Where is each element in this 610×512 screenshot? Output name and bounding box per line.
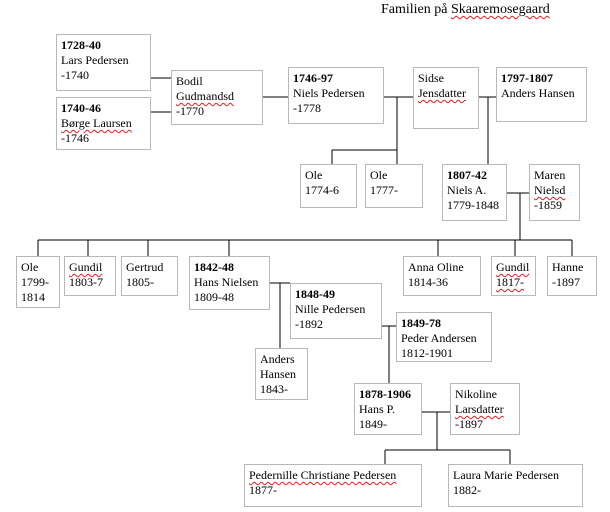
person-name: Anders Hansen [501,86,575,100]
person-name: Ole [370,168,388,182]
person-dates: 1805- [126,275,154,289]
person-name: Sidse [418,71,445,85]
person-name: Hans P. [359,402,396,416]
person-name: Hansen [260,367,296,381]
person-box-gertrud: Gertrud 1805- [121,256,178,296]
person-box-niels-a: 1807-42 Niels A. 1779-1848 [442,164,507,221]
person-box-laura-marie-pedersen: Laura Marie Pedersen 1882- [448,464,583,507]
person-name: Gundil [69,260,103,274]
person-name: Maren [534,168,566,182]
person-dates: 1799- [21,275,49,289]
person-name: Laura Marie Pedersen [453,468,559,482]
person-name: Hanne [552,260,584,274]
person-dates: 1803-7 [69,275,103,289]
person-name: Anders [260,352,295,366]
person-box-anna-oline: Anna Oline 1814-36 [403,256,481,296]
person-dates: 1814-36 [408,275,448,289]
person-name: Niels Pedersen [293,86,365,100]
person-name: Nille Pedersen [295,302,366,316]
person-box-niels-pedersen: 1746-97 Niels Pedersen -1778 [288,67,384,124]
person-name: Larsdatter [455,402,504,416]
person-dates: -1778 [293,101,321,115]
person-years: 1878-1906 [359,387,411,401]
person-dates: 1774-6 [305,183,339,197]
person-name: Pedernille Christiane Pedersen [249,468,397,482]
person-box-peder-andersen: 1849-78 Peder Andersen 1812-1901 [396,312,492,362]
person-box-hans-p: 1878-1906 Hans P. 1849- [354,383,422,435]
person-dates: -1897 [552,275,580,289]
title-prefix: Familien på [381,2,451,17]
person-box-gundil-1817: Gundil 1817- [491,256,536,296]
person-dates: 1779-1848 [447,198,499,212]
person-name: Børge Laursen [61,116,132,130]
person-dates: 1814 [21,290,45,304]
person-name: Nielsd [534,183,566,197]
person-box-bodil: Bodil Gudmandsd -1770 [171,70,263,125]
person-box-nille-pedersen: 1848-49 Nille Pedersen -1892 [290,283,382,339]
person-box-hans-nielsen: 1842-48 Hans Nielsen 1809-48 [189,256,270,310]
person-dates: -1740 [61,68,89,82]
person-box-pedernille-christiane-pedersen: Pedernille Christiane Pedersen 1877- [244,464,422,507]
person-box-anders-hansen-1843: Anders Hansen 1843- [255,348,308,400]
person-dates: -1892 [295,317,323,331]
title-place-name: Skaaremosegaard [451,2,550,17]
person-name: Bodil [176,74,203,88]
person-years: 1807-42 [447,168,487,182]
person-dates: 1849- [359,417,387,431]
person-box-sidse-jensdatter: Sidse Jensdatter [413,67,479,129]
person-name: Nikoline [455,387,497,401]
person-years: 1728-40 [61,38,101,52]
person-name: Gertrud [126,260,164,274]
person-years: 1849-78 [401,316,441,330]
person-name: Ole [21,260,39,274]
person-name: Hans Nielsen [194,275,259,289]
person-box-gundil-1803: Gundil 1803-7 [64,256,116,296]
person-name: Peder Andersen [401,331,477,345]
person-dates: -1770 [176,104,204,118]
person-name: Jensdatter [418,86,466,100]
person-box-ole-1777: Ole 1777- [365,164,423,208]
person-years: 1848-49 [295,287,335,301]
person-dates: -1859 [534,198,562,212]
person-name: Niels A. [447,183,487,197]
person-box-nikoline-larsdatter: Nikoline Larsdatter -1897 [450,383,520,435]
person-dates: 1817- [496,275,524,289]
person-name: Lars Pedersen [61,53,129,67]
person-dates: -1746 [61,131,89,145]
person-years: 1797-1807 [501,71,553,85]
person-dates: 1809-48 [194,290,234,304]
person-box-anders-hansen-1797: 1797-1807 Anders Hansen [496,67,587,122]
diagram-title: Familien på Skaaremosegaard [381,2,550,18]
person-years: 1746-97 [293,71,333,85]
person-years: 1842-48 [194,260,234,274]
person-name: Gudmandsd [176,89,234,103]
person-dates: -1897 [455,417,483,431]
person-years: 1740-46 [61,101,101,115]
person-dates: 1882- [453,483,481,497]
person-box-lars-pedersen: 1728-40 Lars Pedersen -1740 [56,34,151,91]
person-box-borge-laursen: 1740-46 Børge Laursen -1746 [56,97,151,150]
person-box-hanne: Hanne -1897 [547,256,597,296]
person-dates: 1777- [370,183,398,197]
person-dates: 1812-1901 [401,346,453,360]
person-box-ole-1799: Ole 1799- 1814 [16,256,60,308]
person-name: Gundil [496,260,530,274]
person-dates: 1843- [260,382,288,396]
person-name: Anna Oline [408,260,464,274]
person-box-ole-1774: Ole 1774-6 [300,164,357,208]
person-dates: 1877- [249,483,277,497]
person-box-maren-nielsd: Maren Nielsd -1859 [529,164,580,221]
person-name: Ole [305,168,323,182]
